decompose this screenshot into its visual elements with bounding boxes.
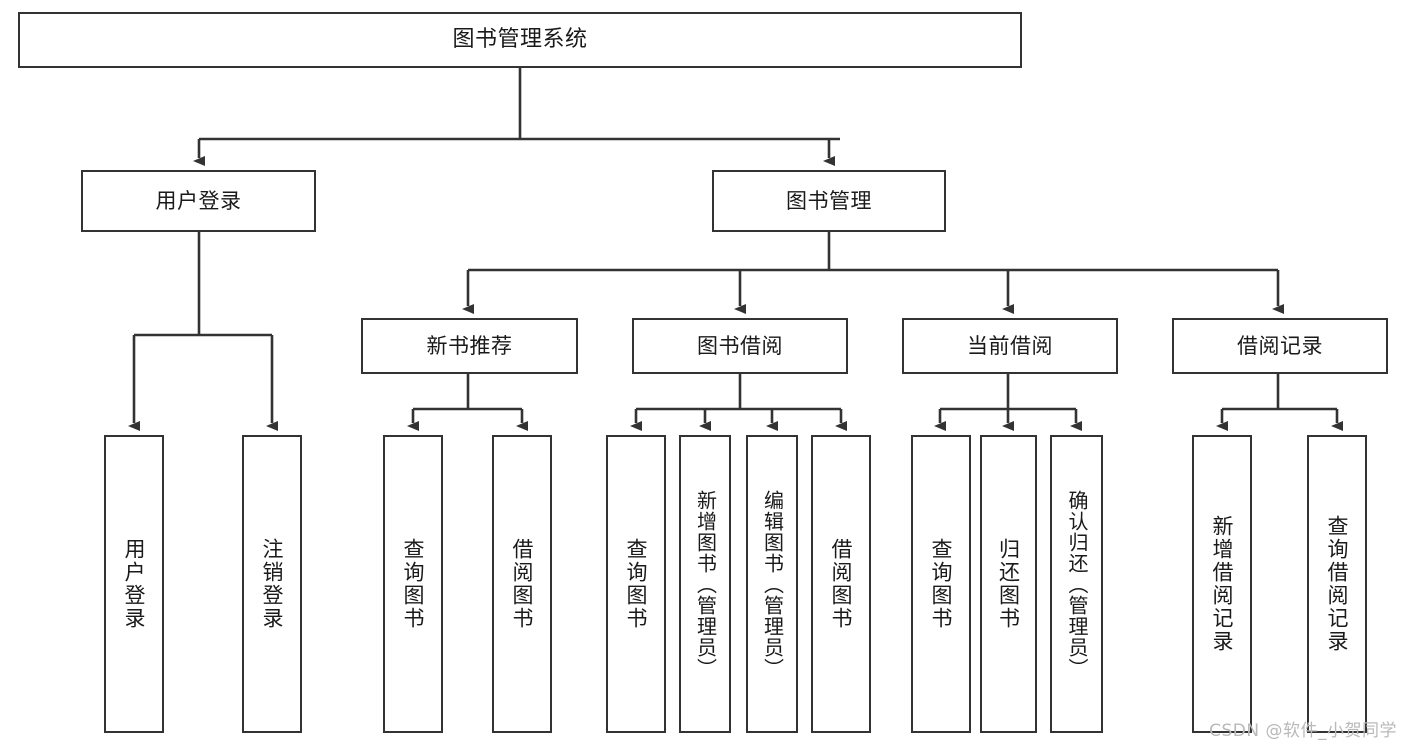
node-current-borrow-label: 当前借阅 xyxy=(967,333,1053,358)
node-new-book-rec[interactable]: 新书推荐 xyxy=(361,318,578,374)
node-leaf-query-record[interactable]: 查询借阅记录 xyxy=(1307,435,1367,733)
node-leaf-user-logout[interactable]: 注销登录 xyxy=(242,435,302,733)
node-leaf-user-login[interactable]: 用户登录 xyxy=(104,435,164,733)
node-leaf-return-book[interactable]: 归还图书 xyxy=(980,435,1037,733)
node-leaf-confirm-return-label: 确认归还（管理员） xyxy=(1065,489,1089,679)
node-leaf-borrow-book-2-label: 借阅图书 xyxy=(829,538,854,630)
node-leaf-borrow-book-1[interactable]: 借阅图书 xyxy=(492,435,552,733)
csdn-watermark: CSDN @软件_小贺同学 xyxy=(1209,721,1397,741)
node-leaf-query-book-1[interactable]: 查询图书 xyxy=(383,435,443,733)
node-book-borrow[interactable]: 图书借阅 xyxy=(632,318,848,374)
node-leaf-user-login-label: 用户登录 xyxy=(122,538,147,630)
node-borrow-record[interactable]: 借阅记录 xyxy=(1172,318,1388,374)
node-leaf-borrow-book-1-label: 借阅图书 xyxy=(510,538,535,630)
node-new-book-rec-label: 新书推荐 xyxy=(426,333,513,358)
node-leaf-user-logout-label: 注销登录 xyxy=(260,538,285,630)
node-leaf-add-record-label: 新增借阅记录 xyxy=(1210,515,1235,653)
node-leaf-query-book-3-label: 查询图书 xyxy=(929,538,954,630)
node-leaf-confirm-return[interactable]: 确认归还（管理员） xyxy=(1050,435,1103,733)
node-leaf-edit-book[interactable]: 编辑图书（管理员） xyxy=(746,435,798,733)
node-root[interactable]: 图书管理系统 xyxy=(18,12,1022,68)
node-leaf-query-book-2-label: 查询图书 xyxy=(624,538,649,630)
node-leaf-add-book[interactable]: 新增图书（管理员） xyxy=(679,435,731,733)
node-leaf-return-book-label: 归还图书 xyxy=(996,538,1021,630)
node-leaf-query-book-2[interactable]: 查询图书 xyxy=(606,435,666,733)
node-book-manage[interactable]: 图书管理 xyxy=(712,170,946,232)
node-leaf-add-record[interactable]: 新增借阅记录 xyxy=(1192,435,1252,733)
node-user-login[interactable]: 用户登录 xyxy=(81,170,316,232)
node-leaf-query-record-label: 查询借阅记录 xyxy=(1325,515,1350,653)
node-leaf-borrow-book-2[interactable]: 借阅图书 xyxy=(811,435,871,733)
node-book-borrow-label: 图书借阅 xyxy=(697,333,783,358)
node-book-manage-label: 图书管理 xyxy=(786,188,872,213)
node-leaf-edit-book-label: 编辑图书（管理员） xyxy=(760,489,785,679)
node-leaf-query-book-1-label: 查询图书 xyxy=(401,538,426,630)
node-leaf-add-book-label: 新增图书（管理员） xyxy=(693,489,718,679)
node-borrow-record-label: 借阅记录 xyxy=(1237,333,1323,358)
node-current-borrow[interactable]: 当前借阅 xyxy=(902,318,1118,374)
node-root-label: 图书管理系统 xyxy=(452,27,588,53)
node-leaf-query-book-3[interactable]: 查询图书 xyxy=(911,435,971,733)
node-user-login-label: 用户登录 xyxy=(155,188,242,213)
